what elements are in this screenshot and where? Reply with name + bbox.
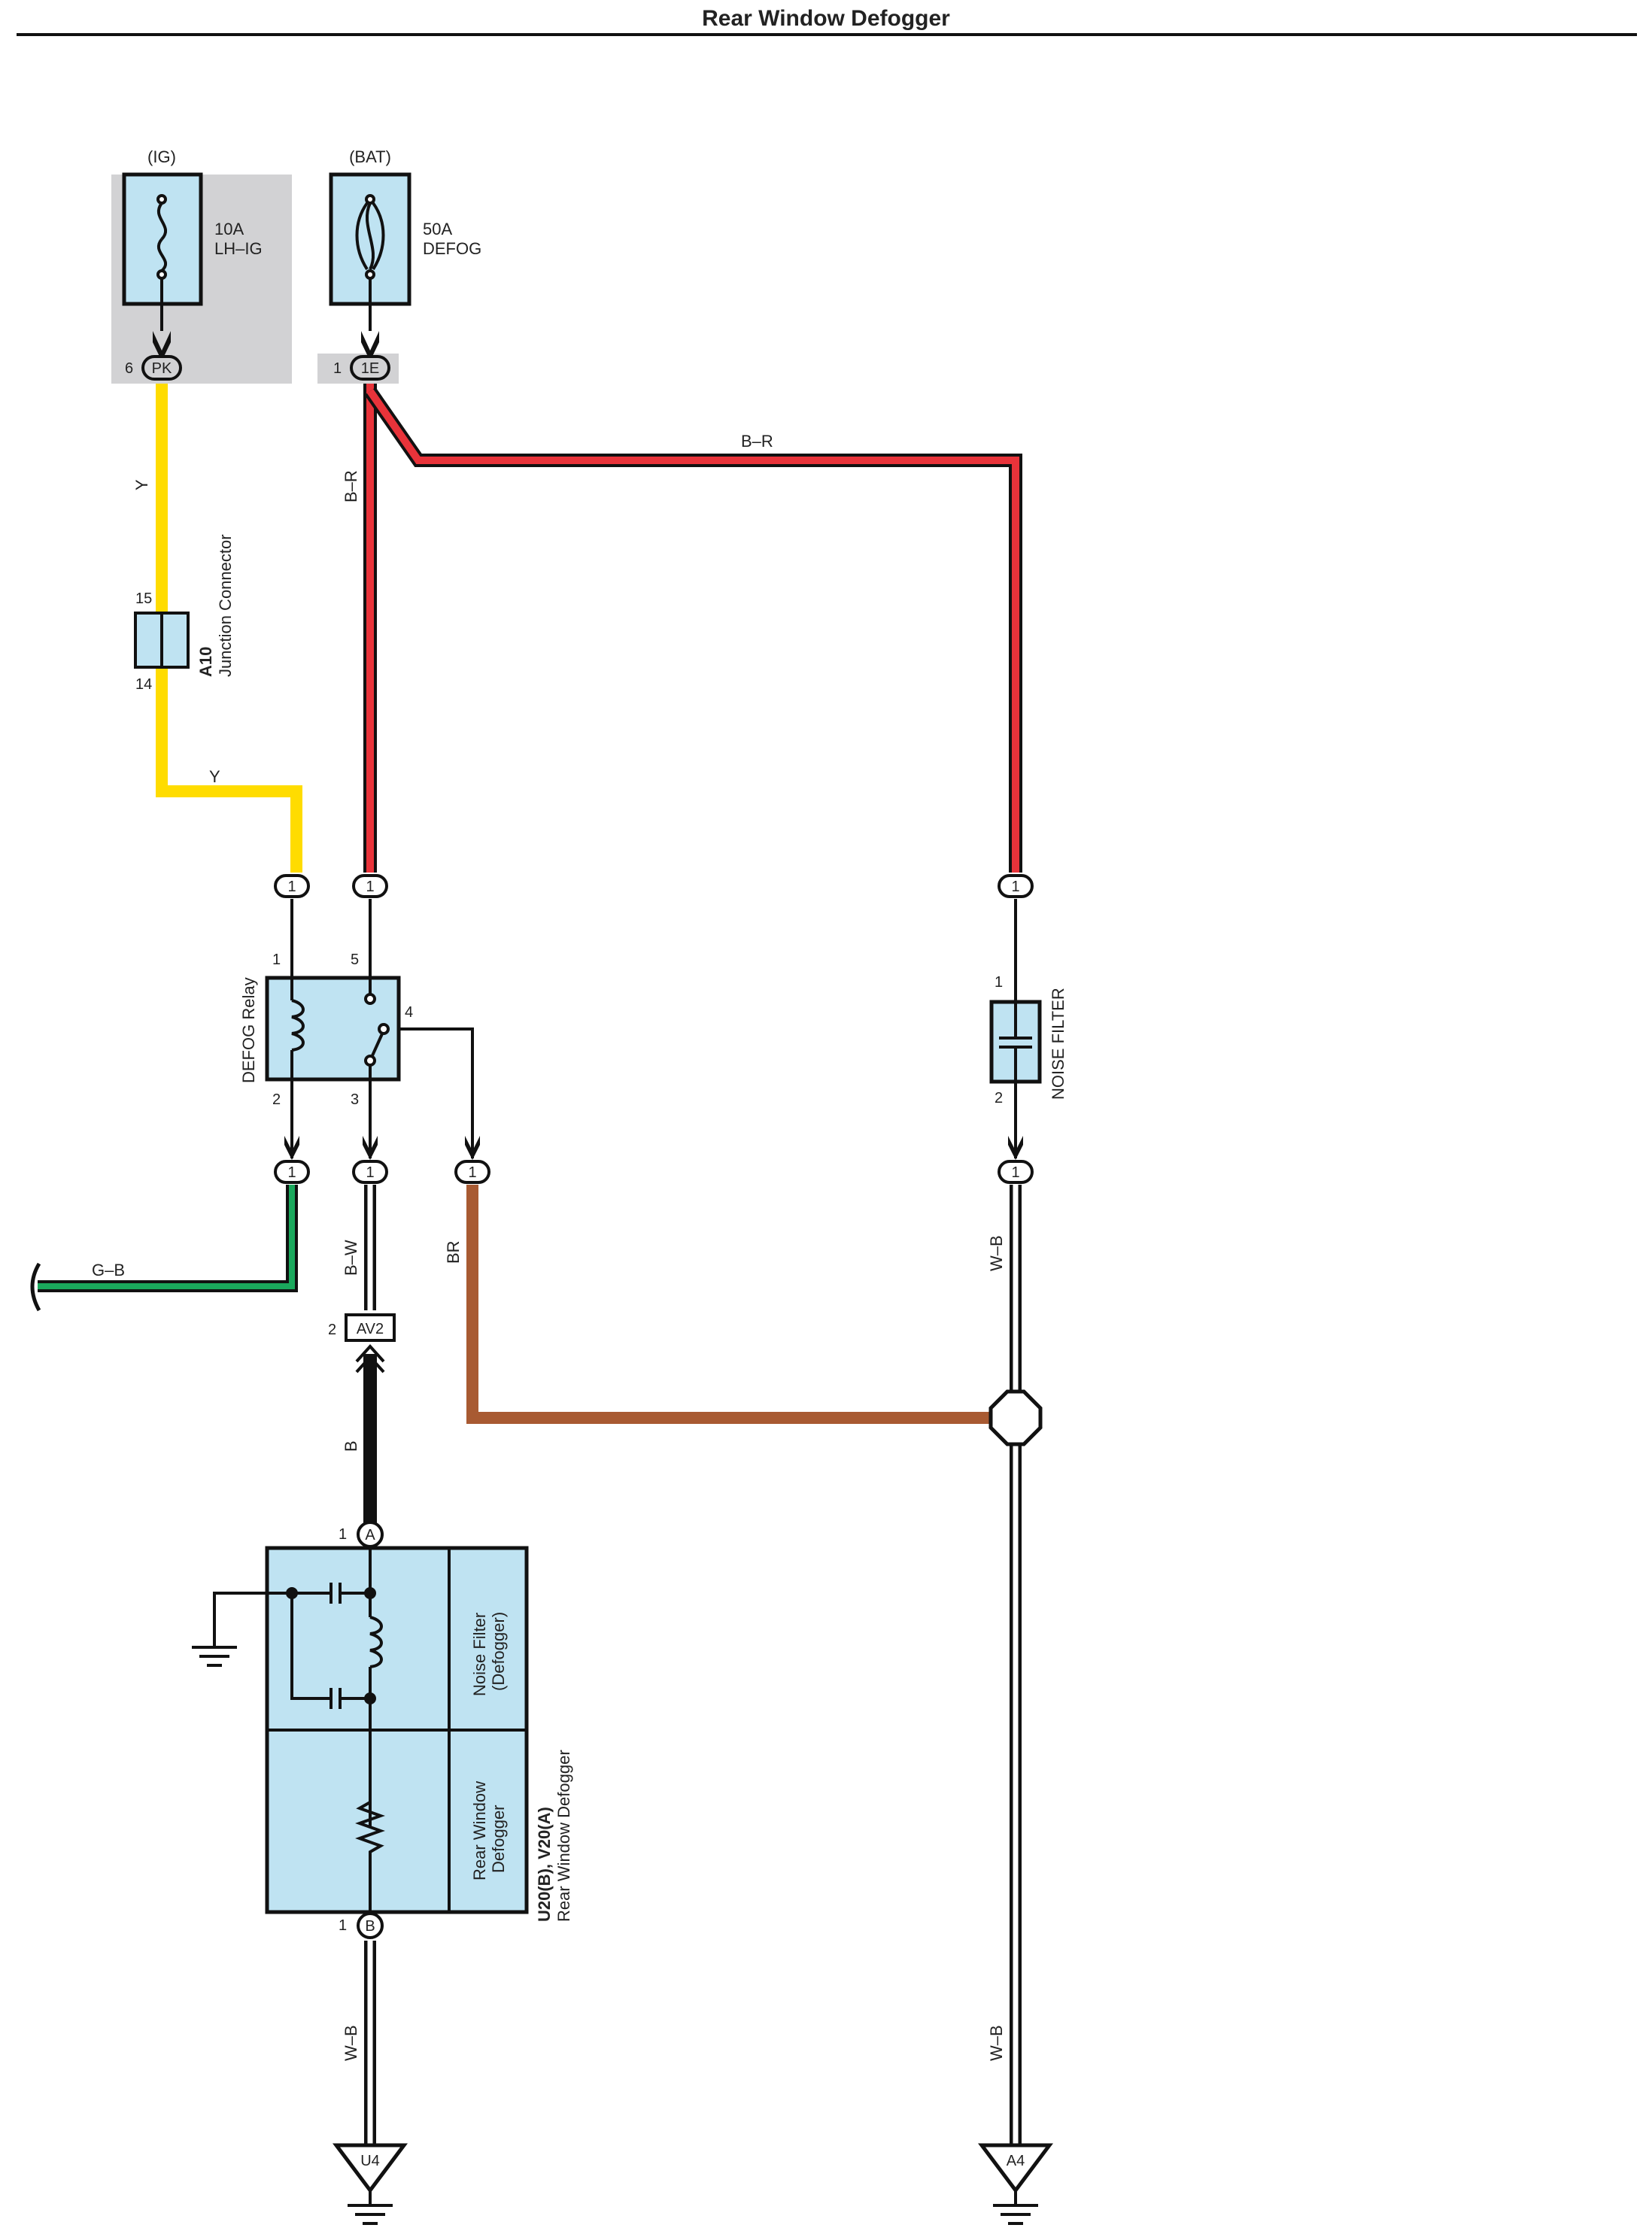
bat-supply-label: (BAT) — [349, 147, 391, 166]
wire-y — [156, 376, 302, 873]
inline-connector-wb: 1 — [998, 1160, 1034, 1184]
fuse-50a-rating: 50A — [423, 220, 452, 238]
connector-av2-label: AV2 — [357, 1321, 384, 1337]
inline-connector-pin: 1 — [1011, 879, 1019, 895]
defogger-section-filter-line2: (Defogger) — [489, 1612, 508, 1691]
fuse-10a-rating: 10A — [214, 220, 244, 238]
relay-switch-icon — [364, 978, 390, 1079]
inline-connector-pin: 1 — [287, 879, 296, 895]
relay-pin5: 5 — [351, 952, 359, 968]
relay-pin4: 4 — [405, 1004, 413, 1021]
resistor-icon — [355, 1801, 385, 1912]
wire-thin — [290, 899, 1017, 1158]
capacitor-icon — [999, 1002, 1032, 1082]
noise-filter-name: NOISE FILTER — [1049, 988, 1067, 1100]
wire-joint — [988, 1389, 1043, 1446]
ground-u4: U4 — [333, 2143, 408, 2225]
defogger-section-filter-line1: Noise Filter — [470, 1613, 489, 1696]
defogger-name: Rear Window Defogger — [554, 1750, 573, 1922]
junction-name: Junction Connector — [216, 534, 235, 677]
fuse-10a-name: LH–IG — [214, 239, 263, 258]
relay-coil-icon — [290, 978, 305, 1079]
connector-pk-pin: 6 — [125, 360, 133, 377]
fusible-link-icon — [355, 194, 385, 331]
inline-connector-bw: 1 — [352, 1160, 388, 1184]
fuse-icon — [156, 194, 168, 331]
defogger-section-rear-line2: Defogger — [489, 1805, 508, 1873]
connector-1e-pin: 1 — [333, 360, 342, 377]
connector-pk — [141, 355, 182, 381]
ground-u4-label: U4 — [360, 2153, 380, 2169]
connector-av2 — [345, 1313, 396, 1342]
wire-label-b: B — [342, 1440, 360, 1452]
noise-filter-pin2: 2 — [995, 1090, 1003, 1106]
relay-pin3: 3 — [351, 1091, 359, 1108]
inline-connector-pin: 1 — [366, 1164, 374, 1181]
pin-a-number: 1 — [339, 1526, 347, 1543]
wire-label-b-w: B–W — [342, 1240, 360, 1276]
pin-b — [357, 1912, 384, 1939]
junction-code: A10 — [196, 647, 215, 677]
wire-label-br: BR — [444, 1240, 463, 1264]
wire-label-b-r-vertical: B–R — [342, 470, 360, 502]
inline-connector-y: 1 — [274, 874, 310, 898]
relay-pin1: 1 — [272, 952, 281, 968]
junction-pin-top: 15 — [135, 590, 152, 607]
connector-av2-pin: 2 — [328, 1322, 336, 1338]
defogger-codes: U20(B), V20(A) — [535, 1807, 554, 1922]
inline-connector-pin: 1 — [287, 1164, 296, 1181]
wire-label-b-r-horizontal: B–R — [741, 432, 773, 451]
fuse-50a-name: DEFOG — [423, 239, 481, 258]
relay-pin2: 2 — [272, 1091, 281, 1108]
inline-connector-pin: 1 — [468, 1164, 476, 1181]
defog-relay-box — [265, 976, 401, 1082]
arrow-down-icon — [284, 1136, 1023, 1160]
noise-filter-defogger-schematic — [192, 1548, 383, 1828]
relay-name: DEFOG Relay — [239, 977, 258, 1083]
inline-connector-brown: 1 — [454, 1160, 490, 1184]
connector-1e-label: 1E — [361, 360, 379, 377]
wire-b-r — [363, 376, 1022, 873]
wire-label-w-b-right-lower: W–B — [987, 2025, 1006, 2061]
page-title: Rear Window Defogger — [702, 6, 950, 31]
ig-supply-label: (IG) — [147, 147, 176, 166]
wire-label-w-b-left: W–B — [342, 2025, 360, 2061]
connector-1e — [350, 355, 390, 381]
chevron-up-icon — [355, 1344, 385, 1373]
inline-connector-pin: 1 — [366, 879, 374, 895]
pin-a — [357, 1521, 384, 1548]
ground-a4-label: A4 — [1007, 2153, 1025, 2169]
pin-b-number: 1 — [339, 1917, 347, 1934]
inline-connector-br-right: 1 — [998, 874, 1034, 898]
wire-g-b — [30, 1185, 298, 1312]
wire-label-y-vertical: Y — [132, 479, 151, 490]
wire-label-y-horizontal: Y — [209, 767, 220, 786]
noise-filter-pin1: 1 — [995, 974, 1003, 991]
junction-pin-bottom: 14 — [135, 676, 152, 693]
wire-label-w-b-right-upper: W–B — [987, 1235, 1006, 1271]
inline-connector-pin: 1 — [1011, 1164, 1019, 1181]
inline-connector-br-top: 1 — [352, 874, 388, 898]
ground-a4: A4 — [978, 2143, 1053, 2225]
connector-pk-label: PK — [152, 360, 172, 377]
wire-br — [466, 1185, 997, 1424]
inline-connector-gb: 1 — [274, 1160, 310, 1184]
pin-b-label: B — [365, 1918, 375, 1935]
defogger-section-rear-line1: Rear Window — [470, 1781, 489, 1880]
pin-a-label: A — [365, 1527, 375, 1543]
wire-label-g-b: G–B — [92, 1261, 125, 1279]
